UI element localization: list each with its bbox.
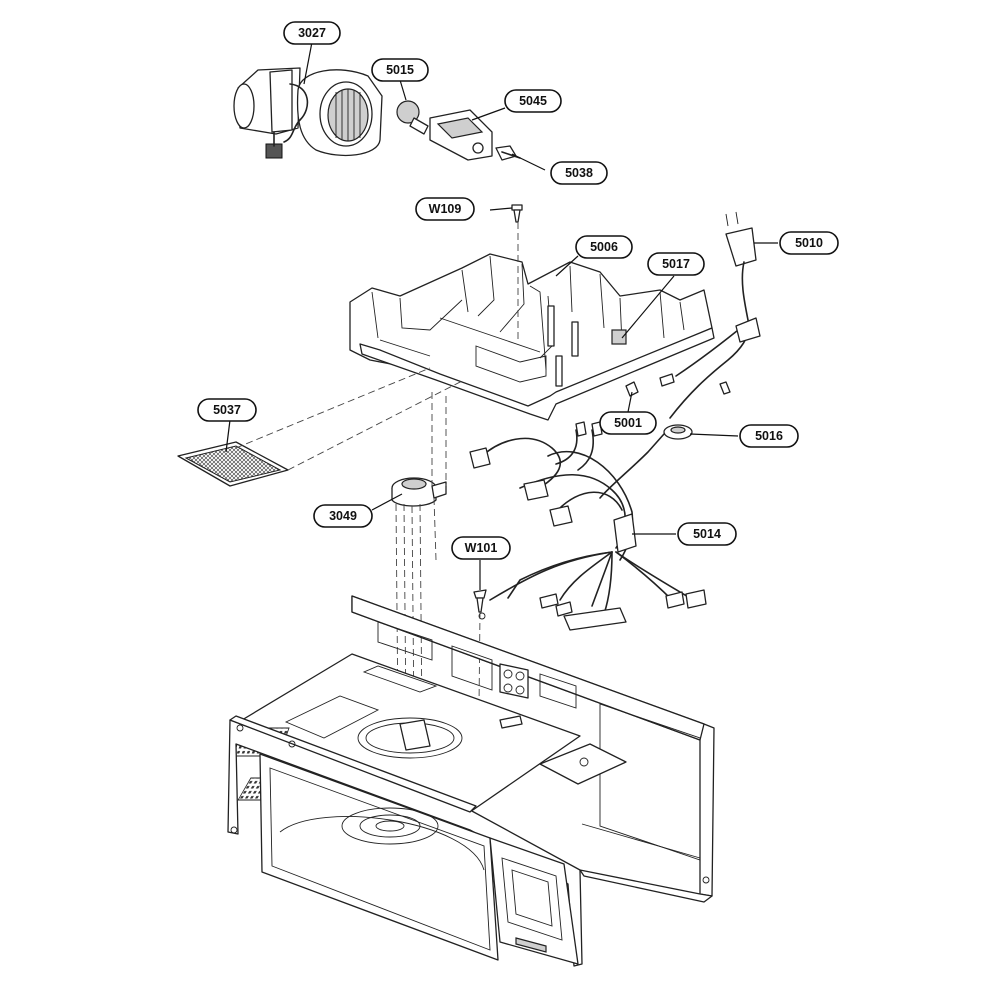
callout-5010: 5010	[779, 231, 839, 255]
screw-w101-part	[473, 589, 487, 620]
callout-5037: 5037	[197, 398, 257, 422]
screw-w109-part	[511, 204, 523, 223]
callout-5017: 5017	[647, 252, 705, 276]
lamp-socket-part	[429, 109, 493, 161]
callout-5015: 5015	[371, 58, 429, 82]
wire-harness-part	[469, 421, 707, 631]
thermal-fuse-part	[599, 424, 693, 499]
callout-5016: 5016	[739, 424, 799, 448]
callout-5045: 5045	[504, 89, 562, 113]
lamp-bulb-part	[396, 100, 429, 135]
callout-label: 5038	[565, 166, 593, 180]
callout-label: W101	[465, 541, 498, 555]
callout-3049: 3049	[313, 504, 373, 528]
leader-lines	[225, 41, 778, 590]
callout-label: 5037	[213, 403, 241, 417]
blower-motor-part	[233, 67, 383, 159]
callout-5006: 5006	[575, 235, 633, 259]
callout-label: 5015	[386, 63, 414, 77]
callout-label: 5017	[662, 257, 690, 271]
callout-3027: 3027	[283, 21, 341, 45]
callout-label: 5010	[795, 236, 823, 250]
callout-5001: 5001	[599, 411, 657, 435]
power-cord-part	[669, 211, 761, 419]
callout-label: W109	[429, 202, 462, 216]
callout-W109: W109	[415, 197, 475, 221]
stirrer-motor-part	[391, 477, 447, 507]
grease-filter-part	[177, 441, 289, 487]
callout-label: 5016	[755, 429, 783, 443]
callout-label: 5001	[614, 416, 642, 430]
callout-W101: W101	[451, 536, 511, 560]
callout-label: 3049	[329, 509, 357, 523]
callout-label: 3027	[298, 26, 326, 40]
oven-cavity-part	[227, 595, 715, 967]
connector-5001-part	[625, 373, 675, 397]
callout-label: 5006	[590, 240, 618, 254]
base-plate-part	[349, 253, 715, 421]
callout-5038: 5038	[550, 161, 608, 185]
callout-label: 5014	[693, 527, 721, 541]
callout-label: 5045	[519, 94, 547, 108]
socket-connector-part	[495, 145, 521, 161]
callout-5014: 5014	[677, 522, 737, 546]
